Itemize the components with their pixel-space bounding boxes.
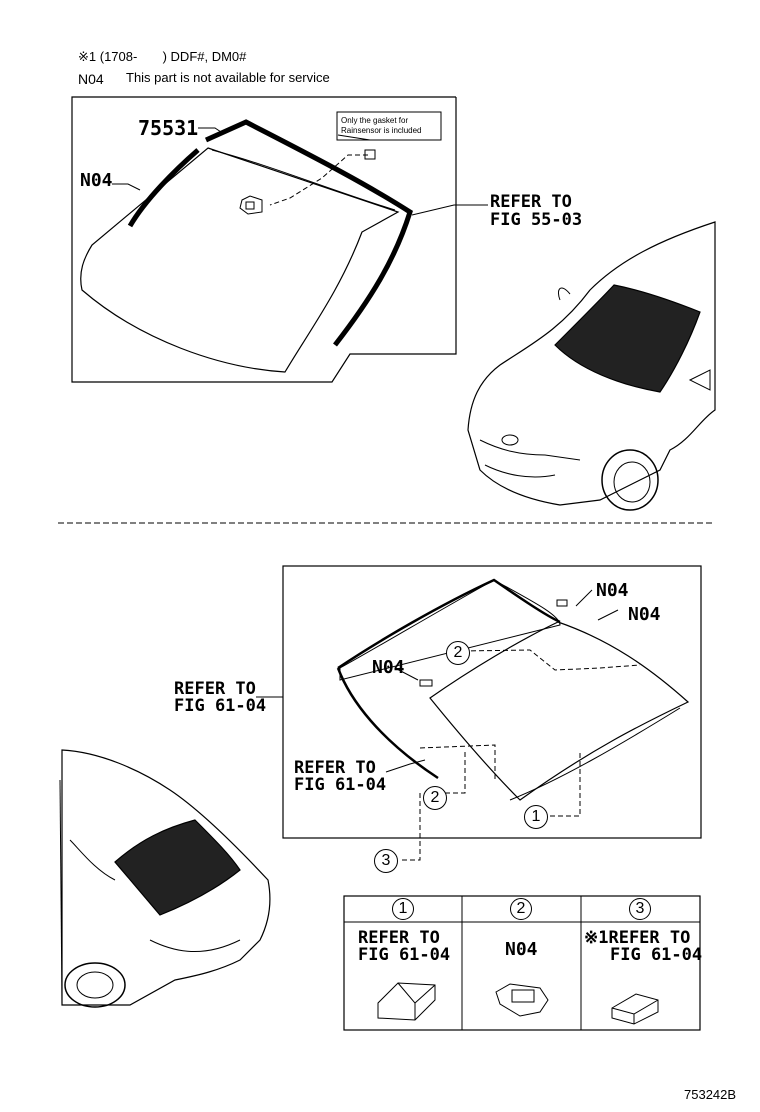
note-2-code: N04 xyxy=(78,71,104,87)
n04-top-label: N04 xyxy=(596,580,629,601)
legend-col3-line1: ※1REFER TO xyxy=(584,928,691,948)
n04-left-label: N04 xyxy=(372,657,405,678)
rain-sensor-note: Only the gasket for Rainsensor is includ… xyxy=(341,116,422,135)
refer-61-left-line2: FIG 61-04 xyxy=(174,696,267,716)
back-window-glass xyxy=(429,621,690,801)
car-front-outline xyxy=(467,221,716,506)
callout-3: 3 xyxy=(374,849,398,873)
refer-61-left-line1: REFER TO xyxy=(174,679,256,699)
refer-61-inner-line1: REFER TO xyxy=(294,758,376,778)
refer-55-line2: FIG 55-03 xyxy=(490,210,583,230)
part-n04-label-upper: N04 xyxy=(80,170,113,191)
legend-col3-line2: FIG 61-04 xyxy=(610,945,703,965)
note-2-text: This part is not available for service xyxy=(126,70,330,85)
part-75531-label: 75531 xyxy=(138,116,199,140)
legend-col1-line2: FIG 61-04 xyxy=(358,945,451,965)
upper-windshield xyxy=(80,147,400,373)
legend-col2-number: 2 xyxy=(510,898,532,920)
legend-col1-line1: REFER TO xyxy=(358,928,440,948)
car-rear-outline xyxy=(61,749,271,1006)
gasket-75531 xyxy=(204,119,413,347)
callout-2-top: 2 xyxy=(446,641,470,665)
note-1: ※1 (1708- ) DDF#, DM0# xyxy=(78,49,247,64)
figure-id: 753242B xyxy=(684,1087,737,1102)
legend-col3-number: 3 xyxy=(629,898,651,920)
legend-col1-number: 1 xyxy=(392,898,414,920)
refer-55-line1: REFER TO xyxy=(490,192,572,212)
n04-right-label: N04 xyxy=(628,604,661,625)
legend-col2-text: N04 xyxy=(505,939,538,960)
callout-2-bottom: 2 xyxy=(423,786,447,810)
legend-table xyxy=(343,895,701,1031)
refer-61-inner-line2: FIG 61-04 xyxy=(294,775,387,795)
callout-1: 1 xyxy=(524,805,548,829)
upper-box-border xyxy=(71,96,457,383)
lower-box-border xyxy=(282,565,702,839)
back-window-gasket xyxy=(337,578,561,670)
